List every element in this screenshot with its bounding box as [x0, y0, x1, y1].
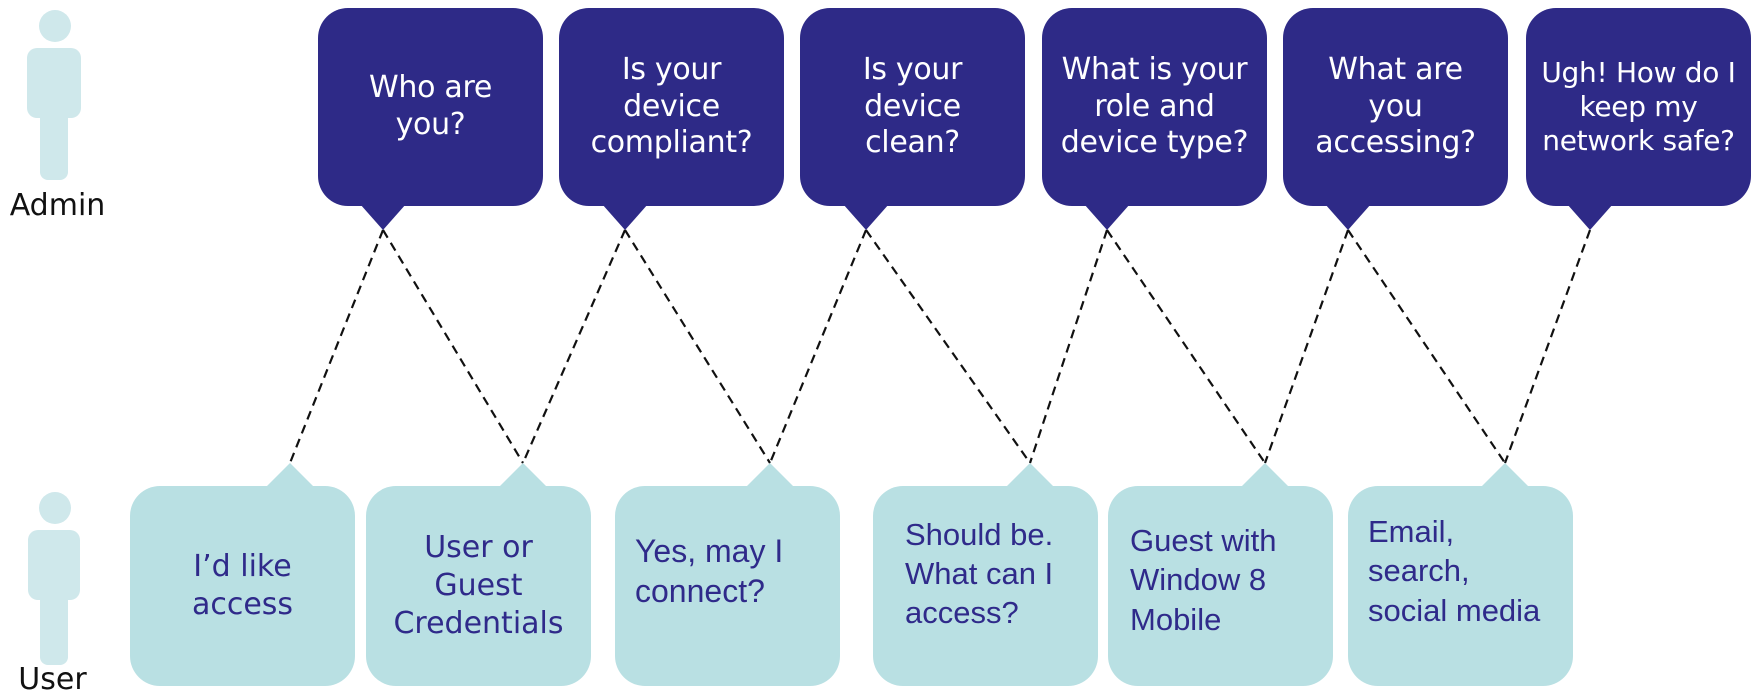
admin-question-bubbles	[318, 8, 1751, 230]
admin-person-icon	[27, 10, 81, 180]
connector-line	[1263, 229, 1350, 464]
user-bubble	[1348, 463, 1573, 686]
user-response-text: Guest with Window 8 Mobile	[1130, 523, 1277, 637]
connector-line	[768, 229, 868, 464]
user-response-text: Should be. What can I access?	[905, 516, 1054, 631]
user-label: User	[18, 662, 87, 697]
connector-line	[865, 229, 1031, 464]
connector-line	[624, 229, 771, 464]
user-bubble	[615, 463, 840, 686]
admin-bubble	[1526, 8, 1751, 230]
dashed-connectors	[288, 229, 1592, 464]
admin-label: Admin	[9, 188, 106, 223]
admin-bubble	[559, 8, 784, 230]
user-response-text: Yes, may I connect?	[635, 532, 784, 609]
user-response-bubbles	[130, 463, 1573, 686]
connector-line	[1106, 229, 1266, 464]
user-bubble	[366, 463, 591, 686]
user-bubble	[130, 463, 355, 686]
connector-line	[382, 229, 524, 464]
user-response-text: User or Guest Credentials	[393, 530, 564, 641]
admin-question-text: What are you accessing?	[1315, 52, 1476, 161]
admin-question-text: Is your device clean?	[862, 52, 963, 161]
connector-line	[1503, 229, 1592, 464]
admin-bubble	[1283, 8, 1508, 230]
admin-bubble	[1042, 8, 1267, 230]
admin-question-text: Who are you?	[369, 70, 492, 142]
user-response-text: I’d like access	[191, 549, 294, 622]
connector-line	[288, 229, 385, 464]
connector-line	[521, 229, 627, 464]
user-bubble	[873, 463, 1098, 686]
admin-bubble	[800, 8, 1025, 230]
user-person-icon	[28, 492, 80, 665]
connector-line	[1347, 229, 1506, 464]
admin-question-text: Is your device compliant?	[590, 52, 753, 161]
admin-question-text: Ugh! How do I keep my network safe?	[1541, 55, 1736, 158]
user-bubble	[1108, 463, 1333, 686]
connector-line	[1028, 229, 1109, 464]
user-response-text: Email, search, social media	[1368, 514, 1541, 628]
admin-bubble	[318, 8, 543, 230]
admin-question-text: What is your role and device type?	[1060, 52, 1249, 161]
